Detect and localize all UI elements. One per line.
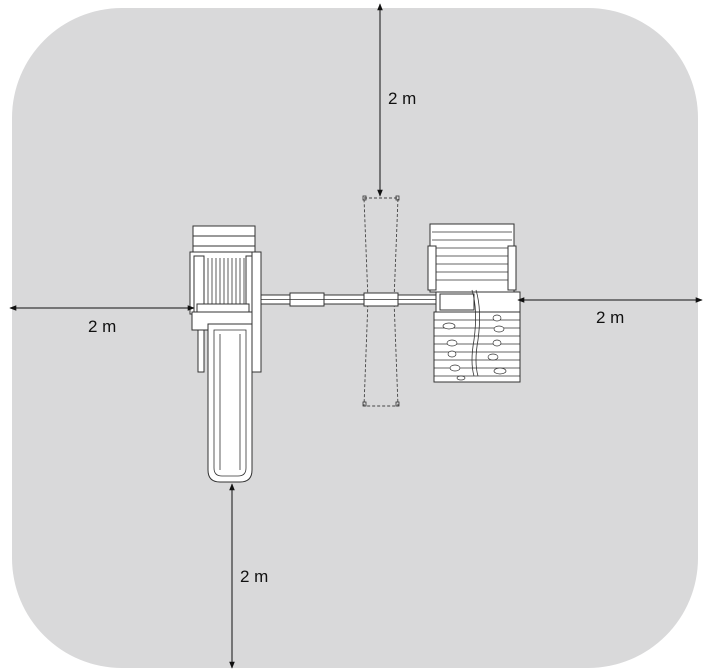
dimension-right: 2 m [517,297,703,327]
climbing-wall [433,289,521,383]
dimension-top: 2 m [377,3,416,197]
left-tower [189,225,262,373]
dimension-left-label: 2 m [88,317,116,336]
safety-zone-area [12,8,698,668]
dimension-left: 2 m [9,305,195,336]
dimension-bottom-label: 2 m [240,567,268,586]
dimension-right-label: 2 m [596,308,624,327]
slide [207,323,253,483]
swing-beam [245,292,443,307]
dimension-bottom: 2 m [229,483,268,669]
dimension-top-label: 2 m [388,89,416,108]
right-tower [427,223,521,313]
